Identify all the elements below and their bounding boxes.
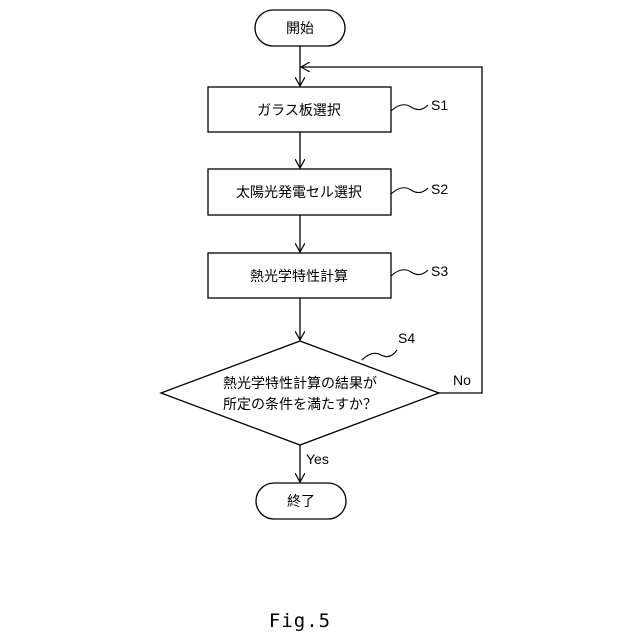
decision-s4-id: S4 bbox=[398, 330, 415, 346]
step-s1-id: S1 bbox=[431, 97, 448, 113]
end-label: 終了 bbox=[287, 494, 315, 510]
step-s3-label: 熱光学特性計算 bbox=[250, 269, 348, 285]
step-s1-leader bbox=[391, 105, 428, 111]
decision-s4-leader bbox=[362, 350, 397, 360]
yes-label: Yes bbox=[306, 451, 329, 467]
no-label: No bbox=[453, 372, 471, 388]
start-label: 開始 bbox=[286, 21, 314, 37]
decision-line1: 熱光学特性計算の結果が bbox=[223, 376, 377, 392]
step-s2-label: 太陽光発電セル選択 bbox=[236, 185, 362, 201]
step-s2-leader bbox=[391, 188, 428, 194]
step-s1-label: ガラス板選択 bbox=[257, 103, 341, 119]
step-s3-leader bbox=[391, 270, 428, 276]
step-s2-id: S2 bbox=[431, 181, 448, 197]
step-s3-id: S3 bbox=[431, 263, 448, 279]
decision-line2: 所定の条件を満たすか？ bbox=[223, 396, 377, 413]
figure-caption: Fig.5 bbox=[269, 610, 331, 632]
decision-s4-diamond bbox=[161, 341, 439, 445]
